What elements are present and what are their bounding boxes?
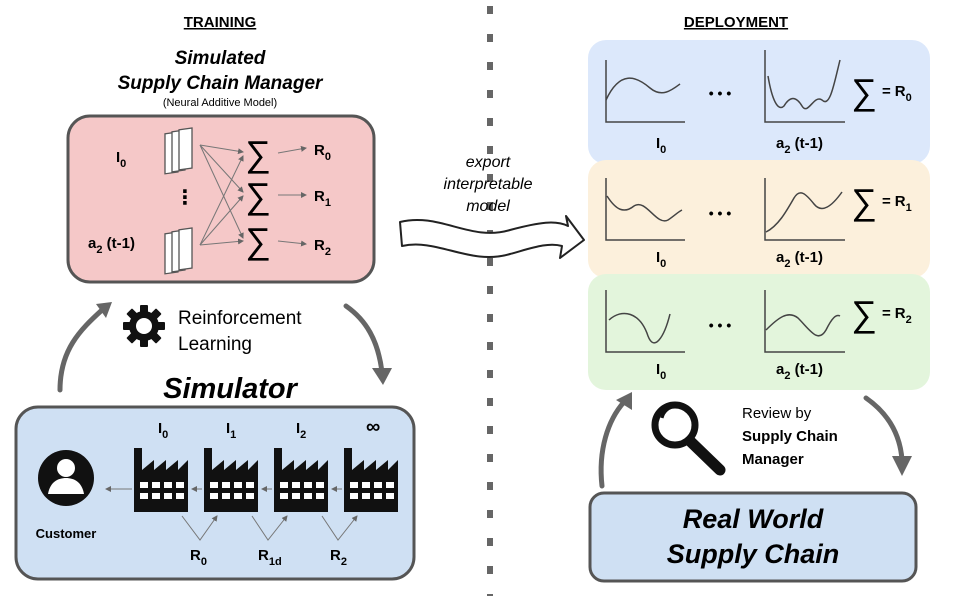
manager-box (66, 114, 376, 284)
magnifier-icon (651, 401, 726, 476)
deploy-down-arrow (863, 395, 905, 463)
factory-label-2: I2 (296, 420, 306, 441)
manager-title-line2: Supply Chain Manager (118, 73, 324, 94)
deploy-up-arrow (598, 399, 627, 489)
rl-up-arrow (57, 307, 105, 393)
deploy-plot-1-left (605, 178, 685, 241)
factory-icon (134, 448, 188, 512)
export-arrow (399, 215, 585, 259)
deploy-row-box-2 (588, 274, 930, 390)
review-line1: Review by (742, 405, 812, 422)
factory-icon (274, 448, 328, 512)
deploy-result-0: =R0 (882, 83, 912, 104)
manager-title-line1: Simulated (175, 48, 266, 69)
factory-label-0: I0 (158, 420, 168, 441)
reward-arrows (181, 515, 358, 541)
sum-icon-0: ∑ (245, 133, 271, 174)
deploy-row0-left-label: I0 (656, 135, 666, 156)
deploy-sum-icon-0: ∑ (851, 71, 877, 112)
deploy-plot-0-right (764, 50, 845, 123)
real-world-line1: Real World (683, 504, 824, 534)
reward-label-0: R0 (190, 547, 207, 568)
deploy-result-1: =R1 (882, 193, 912, 214)
manager-output-2: R2 (314, 237, 331, 258)
factory-row (134, 448, 398, 512)
manager-input-bottom: a2 (t-1) (88, 235, 135, 256)
real-world-line2: Supply Chain (667, 539, 840, 569)
reward-label-1: R1d (258, 547, 282, 568)
deploy-plot-0-left (605, 60, 685, 123)
manager-connections (199, 144, 244, 246)
manager-subtitle: (Neural Additive Model) (163, 97, 277, 109)
export-label-line1: export (466, 154, 511, 171)
deploy-plot-2-right (764, 290, 845, 353)
deploy-plot-1-right (764, 178, 845, 241)
rl-label-line1: Reinforcement (178, 308, 302, 329)
deploy-ellipsis-1: • • • (709, 205, 732, 221)
training-heading: TRAINING (184, 14, 257, 31)
deploy-result-2: =R2 (882, 305, 912, 326)
export-label-line3: model (466, 198, 510, 215)
rl-down-arrowhead (372, 368, 392, 385)
deploy-sum-icon-1: ∑ (851, 181, 877, 222)
output-arrows (277, 145, 307, 247)
deploy-up-arrowhead (616, 392, 632, 410)
reward-label-2: R2 (330, 547, 347, 568)
deploy-plot-2-left (605, 290, 685, 353)
deploy-row1-left-label: I0 (656, 249, 666, 270)
rl-label-line2: Learning (178, 334, 252, 355)
rl-up-arrowhead (96, 302, 112, 318)
real-world-box (588, 491, 918, 583)
factory-icon (204, 448, 258, 512)
manager-vdots: ⋮ (175, 187, 195, 209)
deploy-ellipsis-2: • • • (709, 317, 732, 333)
export-label-line2: interpretable (444, 176, 533, 193)
rl-down-arrow (343, 303, 385, 375)
manager-output-0: R0 (314, 142, 331, 163)
deploy-row-box-1 (588, 160, 930, 278)
sum-icon-1: ∑ (245, 175, 271, 216)
deployment-heading: DEPLOYMENT (684, 14, 788, 31)
customer-icon (38, 450, 94, 506)
factory-icon (344, 448, 398, 512)
deploy-row-box-0 (588, 40, 930, 164)
factory-label-3: ∞ (366, 416, 380, 438)
deploy-ellipsis-0: • • • (709, 85, 732, 101)
layer-stack-top-icon (164, 127, 193, 175)
customer-label: Customer (36, 526, 97, 541)
review-line3: Manager (742, 451, 804, 468)
manager-input-top: I0 (116, 149, 126, 170)
review-line2: Supply Chain (742, 428, 838, 445)
deploy-row1-right-label: a2 (t-1) (776, 249, 823, 270)
manager-output-1: R1 (314, 188, 331, 209)
deploy-row0-right-label: a2 (t-1) (776, 135, 823, 156)
deploy-down-arrowhead (892, 456, 912, 476)
sum-icon-2: ∑ (245, 220, 271, 261)
layer-stack-bottom-icon (164, 227, 193, 275)
deploy-sum-icon-2: ∑ (851, 293, 877, 334)
deploy-row2-right-label: a2 (t-1) (776, 361, 823, 382)
deploy-row2-left-label: I0 (656, 361, 666, 382)
gear-icon (123, 305, 165, 347)
factory-label-1: I1 (226, 420, 236, 441)
simulator-title: Simulator (163, 373, 298, 405)
